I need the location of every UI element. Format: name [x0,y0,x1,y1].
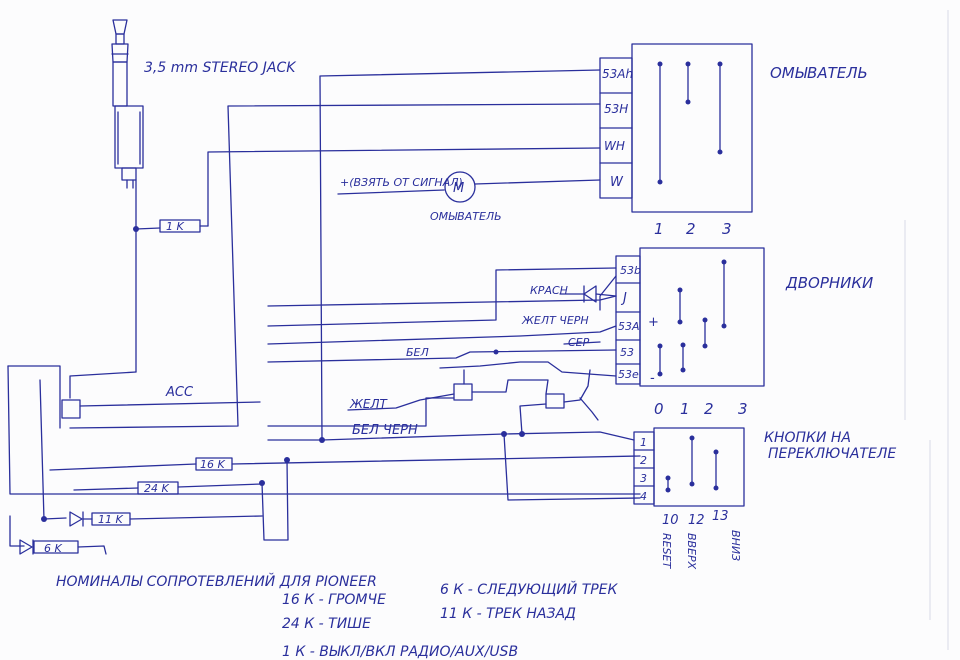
legend-item-1k: 1 К - ВЫКЛ/ВКЛ РАДИО/AUX/USB [282,644,518,660]
stereo-jack [111,19,144,189]
washer-switch [599,43,753,213]
resistor-16k-label: 16 K [200,458,225,471]
wire-white-black-label: БЕЛ ЧЕРН [352,423,418,438]
button-pin-3: 3 [640,472,647,485]
button-label-down: ВНИЗ [729,530,742,561]
resistor-24k-label: 24 K [144,482,169,495]
wiper-minus: - [650,371,655,386]
legend-item-6k: 6 К - СЛЕДУЮЩИЙ ТРЕК [440,580,619,598]
buttons-title-line1: КНОПКИ НА [764,430,851,446]
washer-pin-wh: WH [604,139,625,153]
legend-item-24k: 24 К - ТИШЕ [282,616,371,632]
resistor-1k-label: 1 K [166,220,184,233]
button-position-10: 10 [662,513,679,528]
wire-yellow-black-label: ЖЕЛТ ЧЕРН [521,314,589,327]
button-position-13: 13 [712,509,729,524]
washer-pin-53h: 53H [604,102,628,116]
resistor-6k-label: 6 K [44,542,62,555]
washer-position-3: 3 [722,220,732,238]
wires [7,69,641,555]
washer-title: ОМЫВАТЕЛЬ [770,64,868,82]
wiper-plus: + [648,315,659,330]
resistor-11k-label: 11 K [98,513,123,526]
wire-red-label: КРАСН [530,284,568,297]
wiper-pin-j: J [620,291,627,306]
motor-label: ОМЫВАТЕЛЬ [430,210,502,223]
legend-item-16k: 16 К - ГРОМЧЕ [282,592,386,608]
motor-signal-note: +(ВЗЯТЬ ОТ СИГНАЛ) [340,176,463,189]
legend-title: НОМИНАЛЫ СОПРОТЕВЛЕНИЙ ДЛЯ PIONEER [56,572,377,590]
washer-position-1: 1 [654,220,664,238]
motor-symbol: M [453,181,464,196]
wiper-pin-53e: 53e [618,368,639,381]
wiper-title: ДВОРНИКИ [785,274,873,292]
button-label-reset: RESET [660,533,673,570]
button-pin-1: 1 [640,436,647,449]
wire-gray-label: СЕР [568,336,590,349]
acc-label: ACC [165,385,194,400]
wiper-pin-53: 53 [620,346,634,359]
washer-position-2: 2 [686,220,696,238]
scan-artifacts [904,10,949,650]
button-position-12: 12 [688,513,705,528]
wiper-position-3: 3 [738,400,748,418]
washer-pin-53ah: 53Ah [602,67,633,81]
wiper-position-2: 2 [704,400,714,418]
wiper-pin-53b: 53b [620,264,641,277]
button-pin-4: 4 [640,490,647,503]
wiper-pin-53a: 53A [618,320,640,333]
washer-pin-w: W [610,175,624,190]
buttons-title-line2: ПЕРЕКЛЮЧАТЕЛЕ [768,446,896,462]
jack-label: 3,5 mm STEREO JACK [144,60,297,76]
button-pin-2: 2 [640,454,647,467]
wiper-position-0: 0 [654,400,664,418]
wire-white-label: БЕЛ [406,346,429,359]
wire-yellow-label: ЖЕЛТ [349,397,389,411]
washer-motor [337,171,601,203]
wiper-position-1: 1 [680,400,690,418]
legend-item-11k: 11 К - ТРЕК НАЗАД [440,606,576,622]
wiper-switch [615,247,765,387]
resistor-1k [159,219,201,233]
button-label-up: ВВЕРХ [685,533,698,570]
buttons-switch [633,427,745,507]
